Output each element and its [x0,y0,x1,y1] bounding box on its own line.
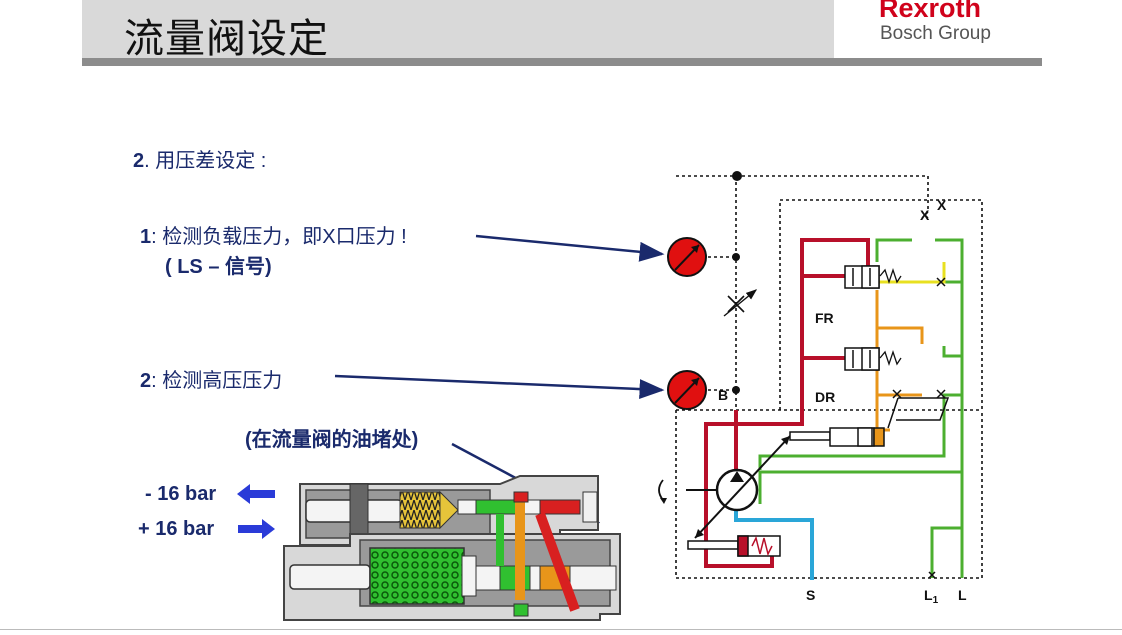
junction-dot [732,253,740,261]
item-2-text: 2: 检测高压压力 [140,370,283,392]
pilot-lines [675,175,983,579]
plus-16-bar-label: + 16 bar [138,518,215,540]
port-s: S [806,587,815,603]
section-heading: 2. 用压差设定 : [133,150,267,172]
logo [836,0,1042,58]
port-l: L [958,587,967,603]
title-divider [82,58,1042,66]
label-fr: FR [815,310,834,326]
label-dr: DR [815,389,835,405]
control-cylinder-lower [687,535,781,557]
orifices [887,211,950,579]
port-x-inner: X [920,207,930,223]
item-1-text: 1: 检测负载压力，即X口压力 ! [140,226,407,248]
pressure-gauge-1-icon [667,237,707,277]
drain-lines [758,238,964,578]
logo-subtitle: Bosch Group [880,23,991,44]
item-1-subtext: ( LS – 信号) [165,256,272,278]
page-title: 流量阀设定 [124,16,329,62]
plug-note: (在流量阀的油堵处) [245,429,419,451]
pump-icon [658,435,791,539]
callout-arrow-1 [475,234,665,262]
label-b: B [718,387,728,403]
port-x-outer: X [937,197,947,213]
flow-valve-fr [844,265,902,289]
right-arrow-icon [238,519,275,539]
minus-16-bar-label: - 16 bar [145,483,217,505]
callout-arrow-2 [334,374,665,400]
port-l1: L1 [924,587,939,606]
valve-cutaway-illustration [283,475,621,621]
junction-dot [732,386,740,394]
ls-signal-line [877,262,946,284]
title-band [82,0,834,58]
control-cylinder-upper [789,427,885,447]
logo-brand: Rexroth [879,0,982,23]
high-pressure-lines [704,238,870,568]
suction-line [734,510,814,580]
junction-dot [732,171,742,181]
pressure-gauge-2-icon [667,370,707,410]
pressure-valve-dr [844,347,902,371]
left-arrow-icon [237,484,275,504]
bottom-divider [0,629,1122,630]
